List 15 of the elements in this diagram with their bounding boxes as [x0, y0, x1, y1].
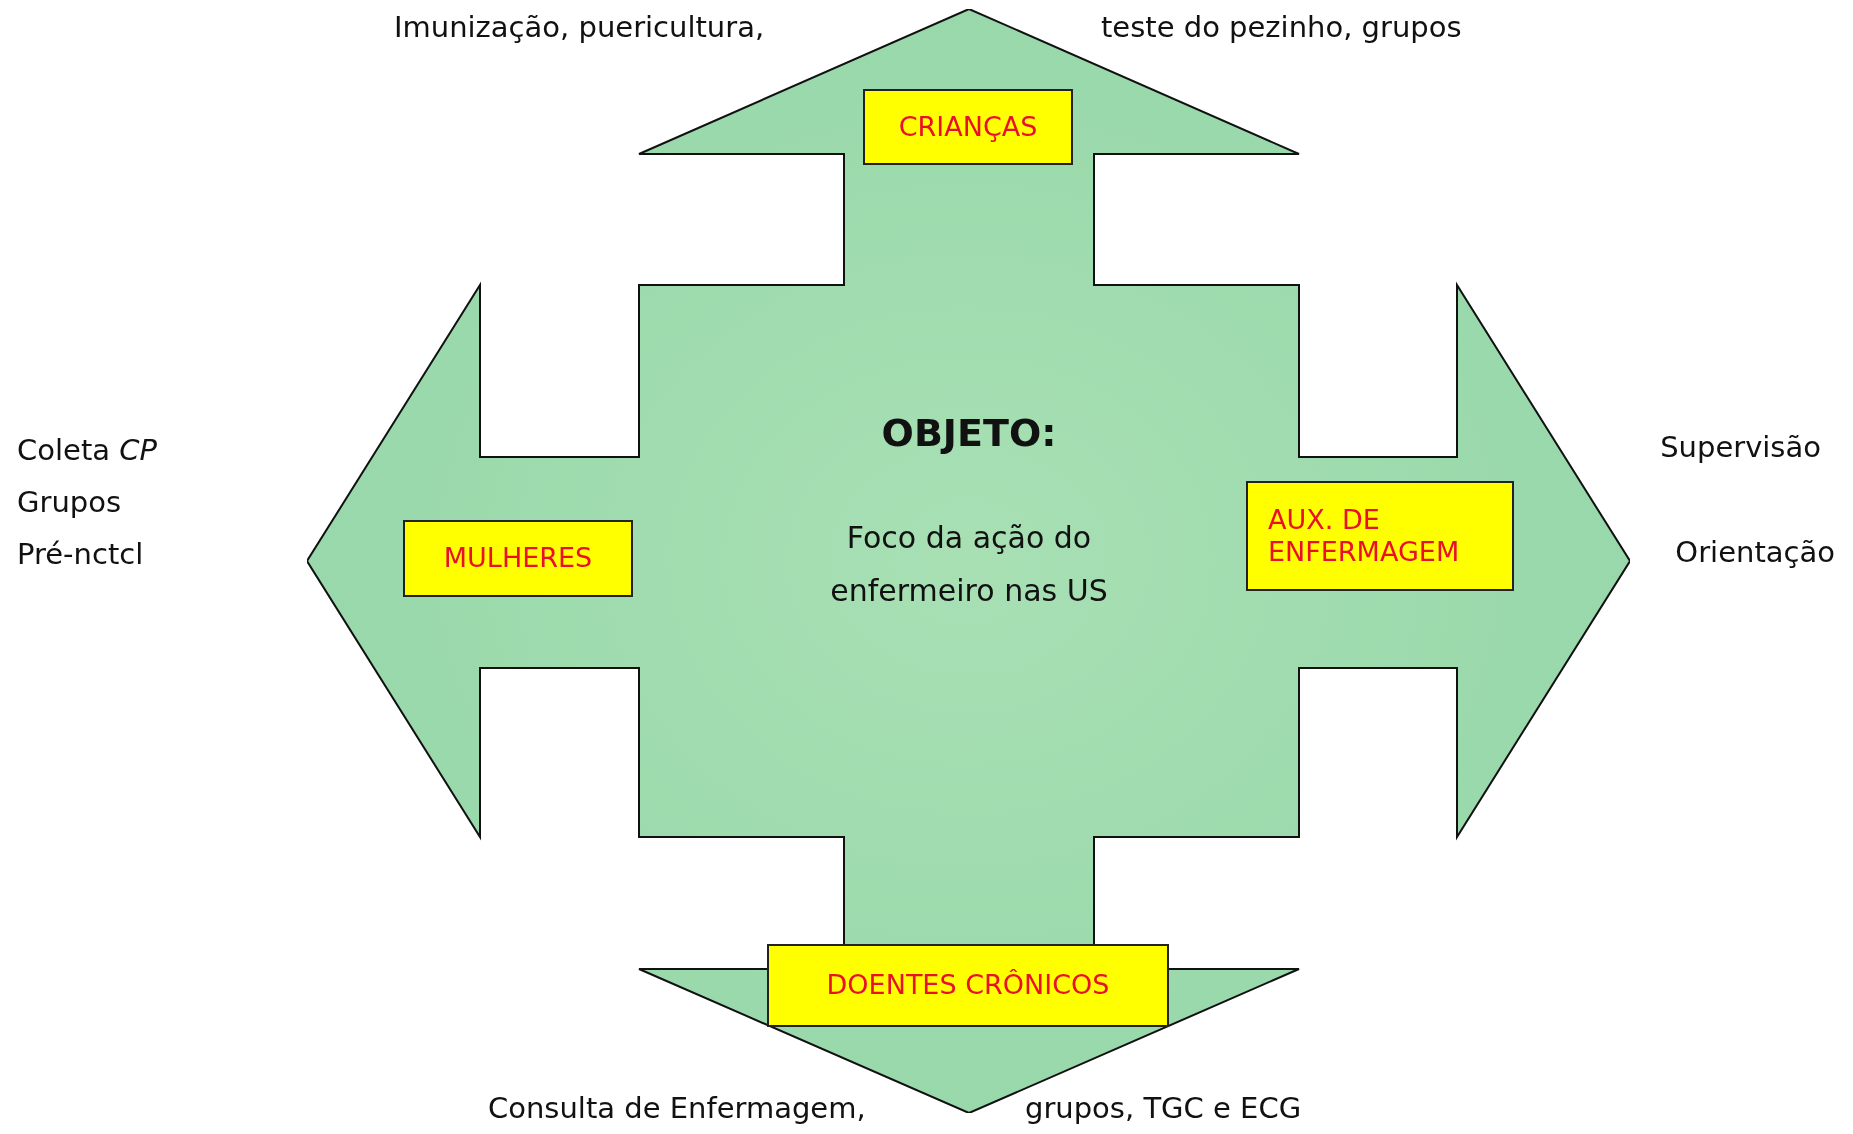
- activity-text: Grupos: [17, 485, 122, 520]
- activity-text: Consulta de Enfermagem,: [488, 1091, 866, 1126]
- activity-text: Coleta CP: [17, 433, 157, 468]
- activity-text: Orientação: [1675, 535, 1835, 570]
- activity-text: grupos, TGC e ECG: [1025, 1091, 1302, 1126]
- activity-text: teste do pezinho, grupos: [1101, 10, 1462, 45]
- category-label: AUX. DE ENFERMAGEM: [1246, 481, 1514, 591]
- category-label: DOENTES CRÔNICOS: [767, 944, 1169, 1027]
- activity-text: Imunização, puericultura,: [394, 10, 765, 45]
- heading: OBJETO:: [880, 410, 1058, 457]
- category-label: MULHERES: [403, 520, 633, 597]
- activity-text: Pré-nctcl: [17, 537, 144, 572]
- activity-text: Supervisão: [1660, 430, 1821, 465]
- description-text: Foco da ação do enfermeiro nas US: [829, 519, 1109, 610]
- category-label: CRIANÇAS: [863, 89, 1073, 165]
